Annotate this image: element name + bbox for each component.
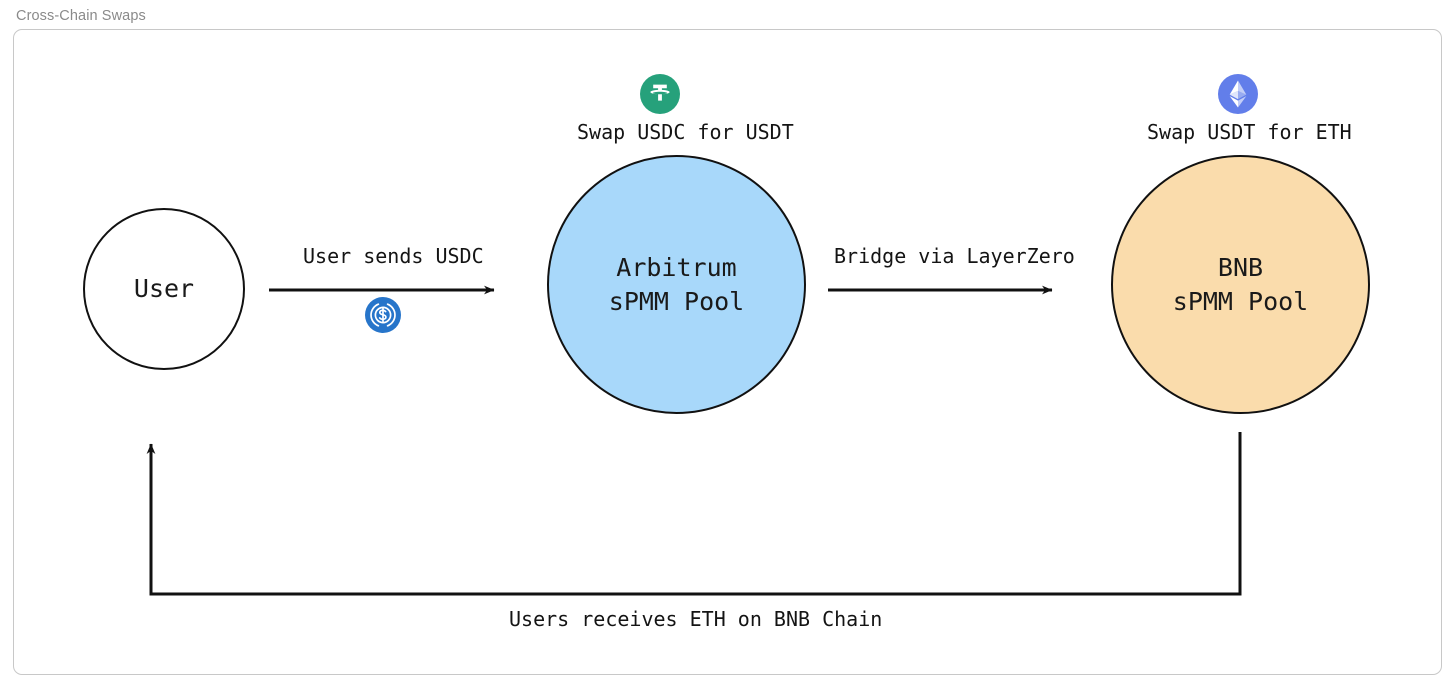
node-bnb-pool-label-line-1: BNB: [1217, 253, 1264, 282]
node-bnb-pool[interactable]: BNB sPMM Pool: [1111, 155, 1370, 414]
node-arbitrum-pool[interactable]: Arbitrum sPMM Pool: [547, 155, 806, 414]
usdc-icon: [365, 297, 401, 333]
node-bnb-pool-label: BNB sPMM Pool: [1173, 251, 1308, 318]
node-user-label: User: [133, 274, 195, 304]
page-title: Cross-Chain Swaps: [16, 8, 146, 24]
usdt-icon: [640, 74, 680, 114]
edge-label-users-receives-eth-on-bnb-chain: Users receives ETH on BNB Chain: [509, 607, 883, 631]
node-arbitrum-pool-label: Arbitrum sPMM Pool: [609, 251, 744, 318]
node-user[interactable]: User: [83, 208, 245, 370]
annotation-label-swap-usdt-for-eth: Swap USDT for ETH: [1147, 120, 1352, 144]
node-bnb-pool-label-line-2: sPMM Pool: [1172, 286, 1309, 316]
edge-label-user-sends-usdc: User sends USDC: [303, 244, 484, 268]
node-arbitrum-pool-label-line-2: sPMM Pool: [608, 286, 745, 316]
edge-label-bridge-via-layerzero: Bridge via LayerZero: [834, 244, 1075, 268]
annotation-label-swap-usdc-for-usdt: Swap USDC for USDT: [577, 120, 794, 144]
node-arbitrum-pool-label-line-1: Arbitrum: [616, 253, 737, 282]
eth-icon: [1218, 74, 1258, 114]
